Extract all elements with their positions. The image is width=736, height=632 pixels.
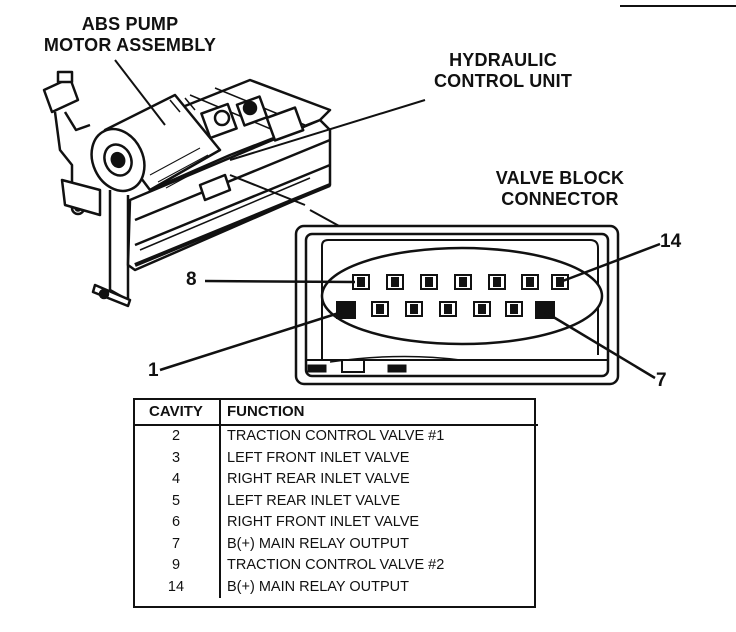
pin-1-leader bbox=[159, 310, 343, 372]
hcu-leader bbox=[229, 99, 426, 161]
cavity-column-header: CAVITY bbox=[133, 398, 221, 426]
pin-8-callout: 8 bbox=[186, 269, 197, 290]
cavity-cell: 2 bbox=[133, 425, 221, 448]
table-row: 7 B(+) MAIN RELAY OUTPUT bbox=[133, 533, 538, 555]
function-cell: LEFT REAR INLET VALVE bbox=[227, 492, 400, 509]
pump-label-line-1: ABS PUMP bbox=[81, 14, 179, 34]
pin-14-callout: 14 bbox=[660, 231, 682, 252]
connector-bracket-leader-2 bbox=[229, 174, 306, 206]
cavity-cell: 5 bbox=[133, 490, 221, 512]
function-cell: B(+) MAIN RELAY OUTPUT bbox=[227, 535, 409, 552]
valve-block-connector-label: VALVE BLOCK CONNECTOR bbox=[475, 168, 645, 210]
pump-leader bbox=[114, 59, 166, 126]
function-cell: RIGHT FRONT INLET VALVE bbox=[227, 514, 420, 530]
pin-1-callout: 1 bbox=[148, 360, 159, 381]
pin-row-bottom bbox=[336, 301, 555, 319]
hcu-label: HYDRAULIC CONTROL UNIT bbox=[420, 50, 586, 92]
table-row: 2 TRACTION CONTROL VALVE #1 bbox=[133, 425, 538, 448]
pin-callout-lines bbox=[159, 242, 661, 380]
table-row: 4 RIGHT REAR INLET VALVE bbox=[133, 469, 538, 491]
table-row: 14 B(+) MAIN RELAY OUTPUT bbox=[133, 576, 538, 598]
vbc-label-line-1: VALVE BLOCK bbox=[495, 168, 625, 188]
function-column-header: FUNCTION bbox=[220, 398, 538, 426]
vbc-label-line-2: CONNECTOR bbox=[501, 189, 619, 209]
function-cell: B(+) MAIN RELAY OUTPUT bbox=[227, 578, 409, 595]
table-row: 6 RIGHT FRONT INLET VALVE bbox=[133, 512, 538, 534]
cavity-cell: 6 bbox=[133, 512, 221, 534]
function-cell: TRACTION CONTROL VALVE #1 bbox=[227, 428, 445, 444]
cavity-cell: 3 bbox=[133, 447, 221, 469]
hcu-label-line-2: CONTROL UNIT bbox=[433, 71, 573, 91]
cavity-function-table: CAVITY FUNCTION 2 TRACTION CONTROL VALVE… bbox=[133, 398, 538, 598]
function-cell: RIGHT REAR INLET VALVE bbox=[227, 471, 410, 487]
pump-motor-label: ABS PUMP MOTOR ASSEMBLY bbox=[22, 14, 238, 56]
pin-7-callout: 7 bbox=[656, 370, 667, 391]
function-cell: TRACTION CONTROL VALVE #2 bbox=[227, 557, 445, 573]
leader-lines bbox=[114, 59, 426, 233]
pin-14-leader bbox=[559, 242, 661, 284]
function-cell: LEFT FRONT INLET VALVE bbox=[227, 449, 410, 466]
table-header-row: CAVITY FUNCTION bbox=[133, 398, 538, 426]
cavity-cell: 7 bbox=[133, 533, 221, 555]
pin-8-leader bbox=[204, 279, 356, 284]
table-row: 3 LEFT FRONT INLET VALVE bbox=[133, 447, 538, 469]
cavity-cell: 14 bbox=[133, 576, 221, 598]
hcu-label-line-1: HYDRAULIC bbox=[449, 50, 557, 70]
cavity-cell: 4 bbox=[133, 469, 221, 491]
hydraulic-control-unit-drawing bbox=[42, 70, 332, 308]
pin-7-leader bbox=[544, 310, 656, 380]
table-row: 5 LEFT REAR INLET VALVE bbox=[133, 490, 538, 512]
table-row: 9 TRACTION CONTROL VALVE #2 bbox=[133, 555, 538, 577]
pump-label-line-2: MOTOR ASSEMBLY bbox=[43, 35, 217, 55]
cavity-cell: 9 bbox=[133, 555, 221, 577]
